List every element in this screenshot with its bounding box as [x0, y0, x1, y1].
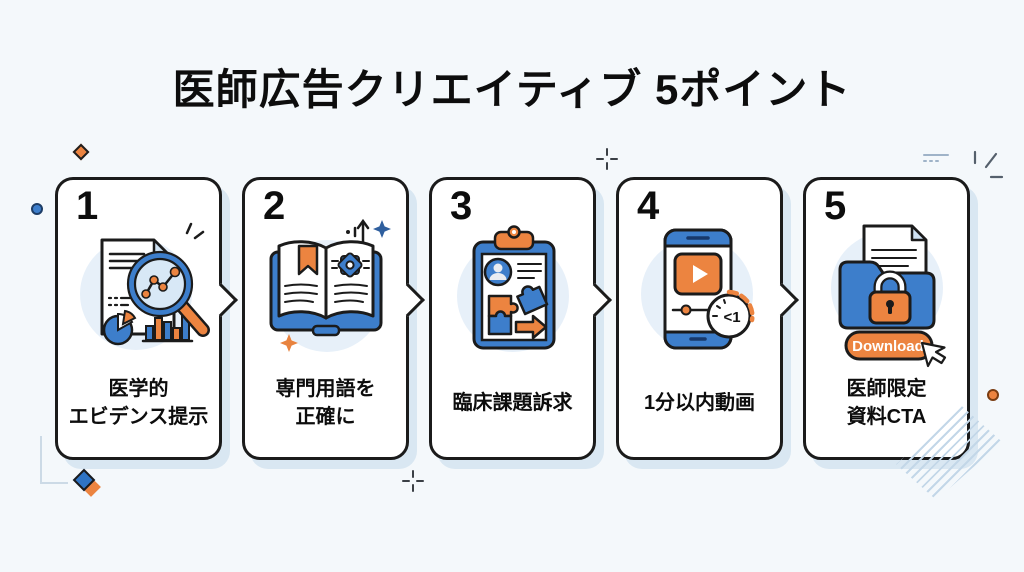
card-5-label: 医師限定 資料CTA [846, 378, 927, 428]
smartphone-video-timer-icon: <1 [625, 208, 775, 368]
card-point-3: 3 臨床課題訴求 [429, 177, 612, 460]
card-point-1: 1 [55, 177, 238, 460]
card-2-number: 2 [263, 184, 286, 228]
card-4-label: 1分以内動画 [643, 392, 756, 414]
card-point-5: 5 Download 医師限定 資料CTA [803, 177, 970, 460]
card-3-number: 3 [450, 184, 473, 228]
card-point-4: 4 <1 1分以内動画 [616, 177, 799, 460]
crosshair-decoration [402, 470, 424, 492]
card-5-number: 5 [824, 184, 847, 228]
card-point-2: 2 [242, 177, 425, 460]
orange-diamond-decoration [72, 143, 90, 161]
locked-folder-download-icon: Download [812, 208, 962, 368]
evidence-document-magnifier-icon [64, 208, 214, 368]
page-title: 医師広告クリエイティブ 5ポイント [172, 66, 852, 113]
cursor-icon [920, 341, 946, 368]
dashes-decoration [923, 154, 949, 162]
card-3-label: 臨床課題訴求 [452, 392, 573, 414]
clipboard-puzzle-arrow-icon [438, 208, 588, 368]
crosshair-decoration [596, 148, 618, 170]
timer-badge-text: <1 [723, 309, 740, 326]
corner-line-decoration [40, 436, 68, 484]
card-2-label: 専門用語を 正確に [275, 378, 376, 428]
blue-dot-decoration [31, 203, 43, 215]
download-button-label: Download [852, 338, 924, 355]
card-4-number: 4 [637, 184, 660, 228]
orange-dot-decoration [987, 389, 999, 401]
sparkle-lines-decoration [973, 150, 1004, 179]
card-1-number: 1 [76, 184, 99, 228]
open-book-gear-icon [251, 208, 401, 368]
card-1-label: 医学的 エビデンス提示 [68, 378, 209, 428]
